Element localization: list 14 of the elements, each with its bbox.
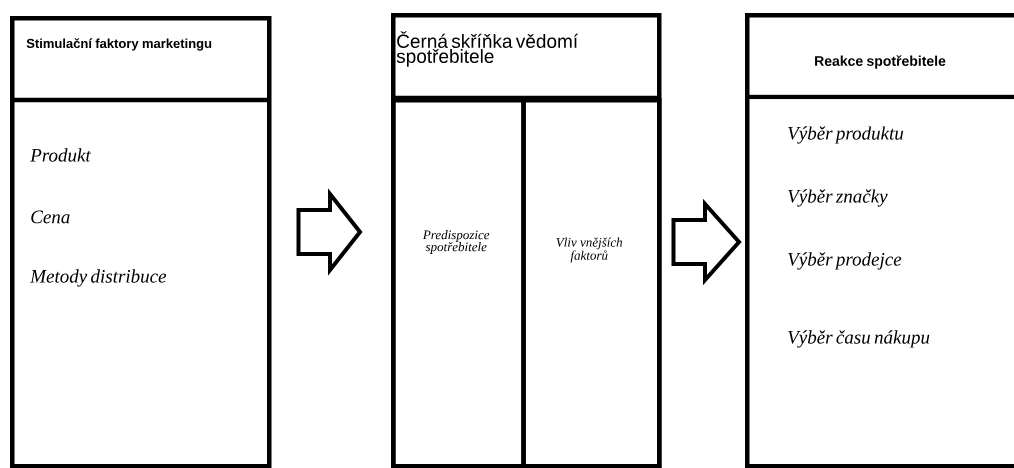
- heading: Vliv vnějších faktorů: [556, 237, 623, 263]
- list-item: Cena: [31, 210, 70, 224]
- list-item: Produkt: [30, 148, 92, 162]
- block-arrow: [296, 188, 363, 276]
- list-item: Metody distribuce: [30, 269, 167, 287]
- list-item: Výběr produktu: [788, 126, 904, 144]
- heading: Stimulační faktory marketingu: [26, 38, 212, 51]
- heading: Predispozice spotřebitele: [422, 230, 490, 254]
- block-arrow: [671, 198, 742, 286]
- list-item: Výběr času nákupu: [788, 330, 930, 348]
- list-item: Výběr značky: [788, 189, 888, 207]
- heading: Černá skříňka vědomí spotřebitele: [396, 31, 578, 67]
- list-item: Výběr prodejce: [788, 252, 902, 270]
- heading: Reakce spotřebitele: [815, 55, 946, 69]
